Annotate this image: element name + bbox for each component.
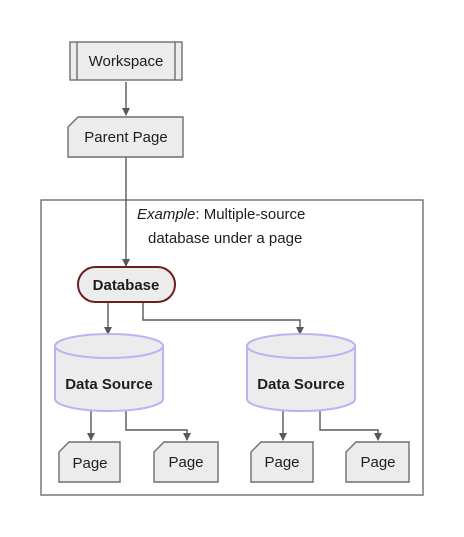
database-node: Database [77,266,176,303]
page-node-2: Page [153,441,219,483]
data-source-label-1: Data Source [65,376,153,393]
database-label: Database [93,277,160,294]
page-node-1: Page [58,441,121,483]
page-node-4: Page [345,441,410,483]
page-node-3: Page [250,441,314,483]
edge-data-source-2-to-page-4 [319,411,382,441]
page-label-1: Page [72,455,107,472]
group-caption-line-2: database under a page [148,230,302,247]
parent-page-label: Parent Page [84,129,167,146]
data-source-node-1: Data Source [54,333,164,412]
data-source-label-2: Data Source [257,376,345,393]
page-label-3: Page [264,454,299,471]
group-caption-line-1: Example: Multiple-source [137,206,305,223]
edge-data-source-1-to-page-2 [125,411,191,441]
group-caption-italic: Example [137,206,195,223]
page-label-4: Page [360,454,395,471]
data-source-node-2: Data Source [246,333,356,412]
example-group-frame [40,199,424,496]
group-caption-rest: : Multiple-source [195,206,305,223]
page-label-2: Page [168,454,203,471]
parent-page-node: Parent Page [67,116,184,158]
workspace-label: Workspace [89,53,164,70]
workspace-node: Workspace [69,41,183,81]
edge-database-to-data-source-2 [142,302,304,335]
